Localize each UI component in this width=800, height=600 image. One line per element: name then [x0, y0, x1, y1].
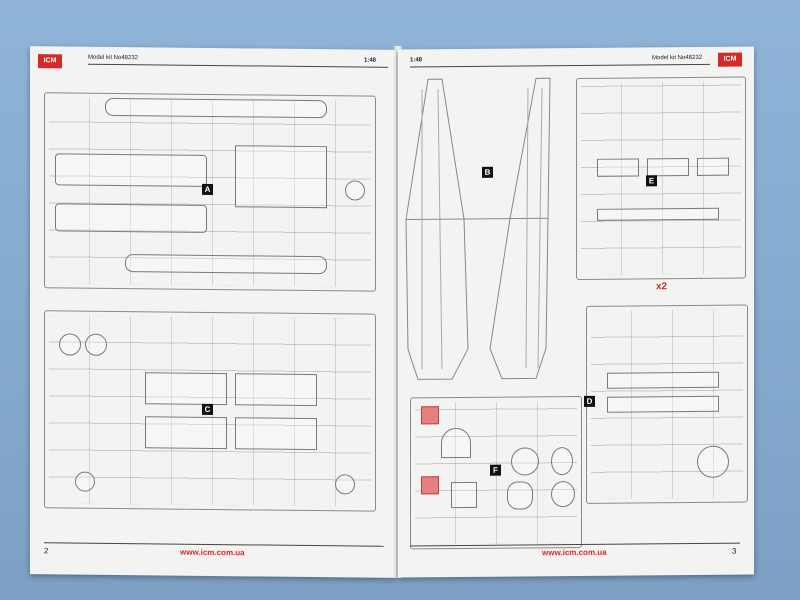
clear-part-4 — [507, 481, 533, 510]
long-part-d1 — [607, 371, 719, 389]
left-footer-url: www.icm.com.ua — [180, 547, 245, 558]
wheel-part-c2 — [85, 333, 107, 356]
sprue-label-a: A — [202, 183, 213, 195]
sprue-label-f: F — [490, 464, 501, 476]
right-page-number: 3 — [732, 546, 737, 556]
small-part-e3 — [697, 157, 729, 176]
small-part-e1 — [597, 158, 639, 177]
left-page: ICM Model kit No48232 1:48 A C 2 www.icm… — [30, 46, 396, 578]
nacelle-part-3 — [145, 416, 227, 450]
left-header-model: Model kit No48232 — [88, 54, 139, 62]
sprue-label-d: D — [584, 395, 595, 407]
left-footer-rule — [44, 542, 384, 547]
clear-part-5 — [551, 481, 575, 508]
wheel-part-c1 — [59, 333, 81, 356]
clear-part-3 — [451, 481, 477, 509]
fuselage-half-part-2 — [125, 254, 327, 275]
wheel-part-c3 — [75, 471, 95, 492]
sprue-frame-d — [586, 304, 748, 504]
small-part-e4 — [597, 207, 719, 221]
cockpit-part — [235, 145, 327, 209]
nacelle-part-4 — [235, 417, 317, 451]
sprue-e-multiplier: x2 — [656, 281, 668, 293]
sprue-frame-e — [576, 76, 746, 280]
sprue-label-b: B — [482, 166, 493, 178]
nacelle-part-2 — [235, 373, 317, 407]
icm-logo: ICM — [38, 54, 62, 69]
small-part-e2 — [647, 158, 689, 177]
red-marker-2 — [421, 476, 439, 495]
left-header-scale: 1:48 — [364, 57, 377, 64]
left-header-rule — [88, 63, 388, 68]
tail-part — [55, 203, 207, 233]
red-marker-1 — [421, 406, 439, 425]
sprue-label-c: C — [202, 403, 213, 415]
right-page: 1:48 Model kit No48232 ICM B E x2 F — [398, 46, 754, 578]
canopy-part — [441, 427, 471, 459]
fuselage-half-part — [105, 97, 327, 119]
wheel-part — [345, 180, 365, 201]
clear-part-2 — [551, 447, 573, 476]
left-page-number: 2 — [44, 546, 49, 556]
wheel-part-c4 — [335, 474, 355, 495]
sprue-b-drawing — [405, 77, 551, 380]
clear-part-1 — [511, 447, 539, 476]
nacelle-part — [145, 372, 227, 406]
gear-part — [697, 445, 729, 478]
right-footer-url: www.icm.com.ua — [542, 547, 607, 558]
sprue-label-e: E — [646, 175, 657, 187]
long-part-d2 — [607, 395, 719, 413]
wing-part — [55, 153, 207, 187]
